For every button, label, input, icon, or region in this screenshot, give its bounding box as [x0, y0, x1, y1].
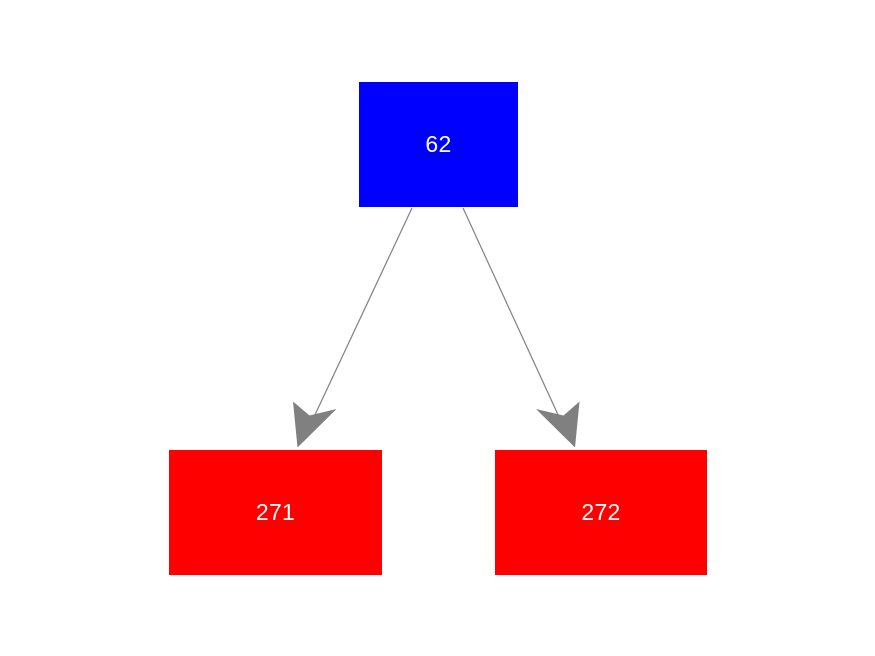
graph-node-label-272: 272 — [581, 499, 621, 525]
graph-node-label-271: 271 — [255, 499, 296, 525]
graph-node-label-62: 62 — [425, 131, 452, 157]
graph-node-62[interactable]: 62 — [359, 82, 518, 207]
edge-line-62-272 — [462, 207, 561, 420]
edge-62-to-271 — [293, 207, 413, 448]
edge-line-62-271 — [312, 207, 413, 420]
edge-62-to-272 — [462, 207, 580, 448]
graph-node-272[interactable]: 272 — [495, 450, 707, 575]
edge-arrowhead-62-272 — [536, 401, 580, 448]
graph-node-271[interactable]: 271 — [169, 450, 382, 575]
edge-arrowhead-62-271 — [293, 401, 337, 448]
